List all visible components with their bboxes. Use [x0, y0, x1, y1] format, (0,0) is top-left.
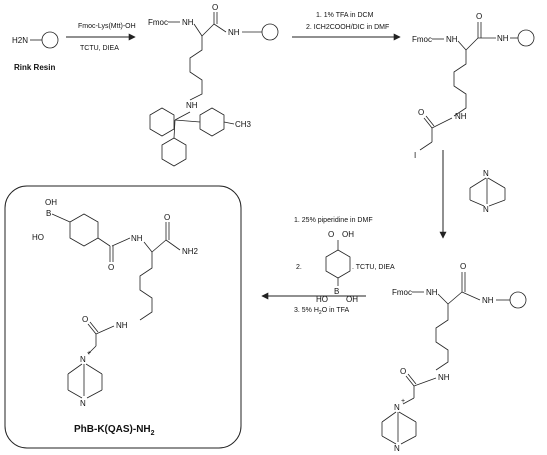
reagent-step2-line1: 1. 1% TFA in DCM	[316, 12, 374, 19]
reagent-step4-line1: 1. 25% piperidine in DMF	[294, 217, 373, 224]
intermediate-2: Fmoc NH O NH NH O I	[412, 12, 535, 160]
fmoc-label: Fmoc	[148, 18, 168, 27]
reagent-step2-line2: 2. ICH2COOH/DIC in DMF	[306, 24, 389, 31]
carbonyl-o: O	[476, 12, 482, 21]
phenyl-ring	[149, 107, 175, 137]
reagent-step4-line3: 3. 5% H2O in TFA	[294, 307, 350, 316]
side-chain-nh: NH	[186, 101, 198, 110]
boron-atom: B	[46, 209, 51, 218]
acetyl-o: O	[82, 315, 88, 324]
iodo-atom: I	[414, 151, 416, 160]
reagent-step4-line2-num: 2.	[296, 264, 302, 271]
resin-bead	[261, 23, 279, 41]
amide-nh: NH	[482, 296, 494, 305]
reaction-arrow-2: 1. 1% TFA in DCM 2. ICH2COOH/DIC in DMF	[292, 12, 401, 41]
methyl-label: CH3	[235, 120, 252, 129]
intermediate-1: Fmoc NH O NH NH CH3	[148, 3, 279, 167]
carbonyl-o: O	[460, 262, 466, 271]
reagent-step1-top: Fmoc-Lys(Mtt)-OH	[78, 23, 136, 30]
amide-nh: NH	[497, 34, 509, 43]
h2n-atom: H2N	[12, 36, 28, 45]
resin-bead	[509, 291, 527, 309]
nh-label: NH	[426, 288, 438, 297]
nh-label: NH	[446, 35, 458, 44]
side-chain-nh: NH	[455, 112, 467, 121]
dabco-reagent: N N	[469, 169, 506, 214]
boron-oh: OH	[45, 198, 57, 207]
product-frame	[4, 185, 242, 449]
acetyl-o: O	[400, 367, 406, 376]
carbonyl-o: O	[164, 213, 170, 222]
reaction-arrow-3: N N	[439, 150, 506, 239]
reagent-step4-line2-tail: . TCTU, DIEA	[352, 264, 395, 271]
boron-ho: HO	[32, 233, 44, 242]
quaternary-n: N	[80, 355, 86, 364]
carbonyl-o: O	[212, 3, 218, 12]
boron-oh: OH	[346, 295, 358, 304]
final-product: B HO OH O NH O NH2 NH O N + N	[4, 185, 242, 449]
amide-nh: NH	[228, 28, 240, 37]
boron-ho: HO	[316, 295, 328, 304]
plus-charge: +	[401, 398, 405, 405]
plus-charge: +	[87, 350, 91, 357]
terminal-nh2: NH2	[182, 247, 199, 256]
dabco-n-bottom: N	[80, 399, 86, 408]
tolyl-ring	[199, 107, 225, 137]
acid-oh: OH	[342, 230, 354, 239]
nh-label: NH	[182, 18, 194, 27]
carboxyphenylboronic-acid: O OH B HO OH	[316, 230, 358, 304]
fmoc-label: Fmoc	[412, 35, 432, 44]
dabco-n-bottom: N	[483, 205, 489, 214]
reaction-arrow-1: Fmoc-Lys(Mtt)-OH TCTU, DIEA	[66, 23, 136, 52]
benzene-ring	[69, 213, 99, 247]
boron-atom: B	[334, 287, 339, 296]
reagent-step1-bottom: TCTU, DIEA	[80, 45, 119, 52]
fmoc-label: Fmoc	[392, 288, 412, 297]
resin-bead	[517, 29, 535, 47]
acetyl-o: O	[418, 108, 424, 117]
side-chain-nh: NH	[438, 373, 450, 382]
quaternary-n: N	[394, 403, 400, 412]
phenyl-ring	[161, 137, 187, 167]
rink-resin-label: Rink Resin	[14, 63, 55, 72]
product-label: PhB-K(QAS)-NH2	[74, 424, 155, 437]
reaction-arrow-4: 1. 25% piperidine in DMF 2. O OH B HO OH…	[261, 217, 395, 316]
side-chain-nh: NH	[116, 321, 128, 330]
acid-o: O	[328, 230, 334, 239]
benzamide-o: O	[108, 263, 114, 272]
dabco-n-top: N	[483, 169, 489, 178]
rink-resin-start: H2N Rink Resin	[12, 31, 59, 72]
dabco-n-bottom: N	[394, 444, 400, 453]
amide-nh: NH	[131, 234, 143, 243]
intermediate-3: Fmoc NH O NH NH O N + N	[381, 262, 527, 453]
benzene-ring	[325, 249, 351, 279]
resin-bead	[41, 31, 59, 49]
